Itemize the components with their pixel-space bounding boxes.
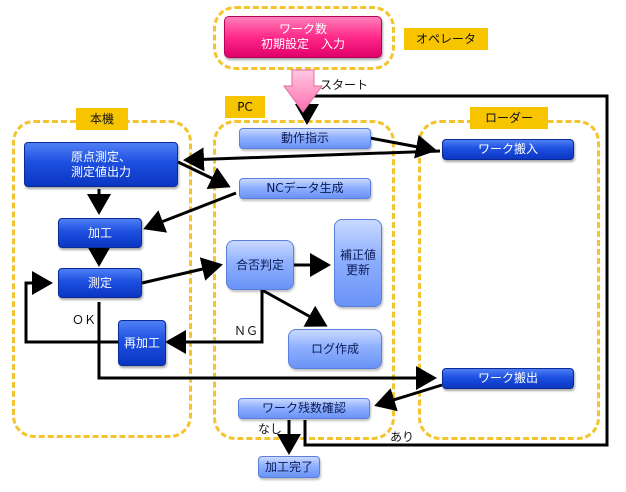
pc-tag: PC xyxy=(225,96,265,118)
work-in-node: ワーク搬入 xyxy=(442,139,574,160)
motion-command-node: 動作指示 xyxy=(239,128,371,149)
log-create-node: ログ作成 xyxy=(288,329,382,369)
start-arrow xyxy=(283,69,323,113)
arrow-workout-to-check xyxy=(374,383,443,412)
ng-label: ＮＧ xyxy=(234,324,259,338)
rework-node: 再加工 xyxy=(118,320,166,366)
work-count-node: ワーク数 初期設定 入力 xyxy=(224,16,382,58)
measurement-node: 測定 xyxy=(58,268,142,298)
correction-update-node: 補正値 更新 xyxy=(334,219,382,307)
arrow-origin-to-nc xyxy=(177,160,231,190)
exists-label: あり xyxy=(390,430,415,444)
arrow-ng-to-rework xyxy=(165,290,264,354)
origin-measure-node: 原点測定、 測定値出力 xyxy=(24,142,178,187)
machine-tag: 本機 xyxy=(76,108,128,130)
remaining-check-node: ワーク残数確認 xyxy=(238,398,370,419)
arrow-workin-to-origin xyxy=(183,147,441,172)
arrow-measurement-to-passfail xyxy=(141,257,223,285)
pass-fail-node: 合否判定 xyxy=(226,240,294,290)
operator-tag: オペレータ xyxy=(404,28,488,50)
machining-done-node: 加工完了 xyxy=(258,456,320,478)
ok-label: ＯＫ xyxy=(72,313,97,327)
arrow-command-to-workin xyxy=(369,134,437,159)
arrow-nc-to-machining xyxy=(143,191,237,233)
work-out-node: ワーク搬出 xyxy=(442,368,574,389)
loader-tag: ローダー xyxy=(470,107,548,129)
arrow-rework-to-measurement xyxy=(24,271,118,344)
arrow-measurement-to-workout xyxy=(97,302,437,390)
none-label: なし xyxy=(258,422,283,436)
machining-node: 加工 xyxy=(58,218,142,248)
start-label: スタート xyxy=(320,78,369,92)
operator-group xyxy=(213,6,395,70)
arrow-ng-to-log xyxy=(261,288,328,327)
nc-data-node: NCデータ生成 xyxy=(239,178,371,199)
